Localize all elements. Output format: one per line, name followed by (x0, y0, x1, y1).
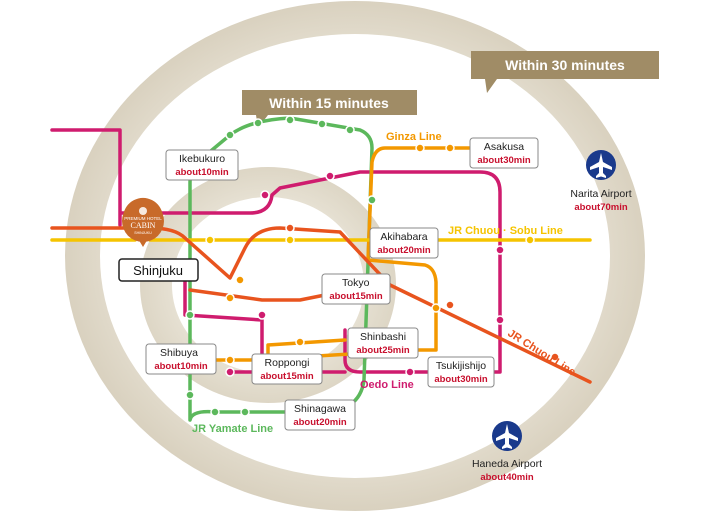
airport-time: about70min (574, 202, 628, 213)
station-name: Shinbashi (360, 331, 406, 343)
station-name: Roppongi (265, 357, 310, 369)
station-dots (185, 115, 560, 417)
zone-30-tag: Within 30 minutes (471, 51, 659, 93)
station-time: about20min (377, 245, 431, 256)
logo-brand-bottom: SHINJUKU (134, 231, 152, 235)
station-name: Akihabara (380, 231, 427, 243)
station-roppongi: Roppongi about15min (251, 353, 323, 385)
airport-name: Haneda Airport (472, 458, 542, 470)
oedo-line-label: Oedo Line (360, 379, 414, 391)
oedo-line (50, 128, 502, 374)
zone-30-label: Within 30 minutes (505, 57, 625, 73)
station-shibuya: Shibuya about10min (145, 343, 217, 375)
chuou-line (50, 226, 592, 384)
station-time: about30min (434, 374, 488, 385)
station-time: about10min (175, 167, 229, 178)
logo-brand-top: PREMIUM HOTEL (124, 216, 162, 221)
airplane-icon (586, 150, 616, 180)
flower-emblem-icon (139, 207, 147, 215)
station-time: about10min (154, 361, 208, 372)
airplane-icon (492, 421, 522, 451)
station-name: Shibuya (160, 347, 198, 359)
station-tsukijishijo: Tsukijishijo about30min (427, 356, 495, 388)
station-shinagawa: Shinagawa about20min (284, 399, 356, 431)
station-time: about15min (329, 291, 383, 302)
logo-brand-main: CABIN (131, 221, 156, 230)
airport-haneda: Haneda Airport about40min (472, 421, 542, 483)
airport-name: Narita Airport (570, 188, 631, 200)
zone-15-tag: Within 15 minutes (242, 90, 417, 128)
station-shinbashi: Shinbashi about25min (347, 327, 419, 359)
hotel-logo-pin: PREMIUM HOTEL CABIN SHINJUKU (122, 197, 164, 247)
zone-15-label: Within 15 minutes (269, 95, 389, 111)
airport-time: about40min (480, 472, 534, 483)
station-akihabara: Akihabara about20min (369, 227, 439, 259)
station-asakusa: Asakusa about30min (469, 137, 539, 169)
station-name: Asakusa (484, 141, 524, 153)
station-name: Shinagawa (294, 403, 346, 415)
chuou-sobu-line-label: JR Chuou · Sobu Line (448, 225, 563, 237)
station-name: Tsukijishijo (436, 360, 486, 372)
ginza-line-label: Ginza Line (386, 131, 442, 143)
yamate-line-label: JR Yamate Line (192, 423, 273, 435)
station-ikebukuro: Ikebukuro about10min (165, 149, 239, 181)
station-name: Tokyo (342, 277, 370, 289)
station-time: about15min (260, 371, 314, 382)
station-time: about30min (477, 155, 531, 166)
station-name: Ikebukuro (179, 153, 225, 165)
station-tokyo: Tokyo about15min (321, 273, 391, 305)
station-time: about20min (293, 417, 347, 428)
station-time: about25min (356, 345, 410, 356)
station-name: Shinjuku (133, 263, 183, 278)
airport-narita: Narita Airport about70min (570, 150, 632, 213)
station-shinjuku: Shinjuku (118, 258, 199, 282)
